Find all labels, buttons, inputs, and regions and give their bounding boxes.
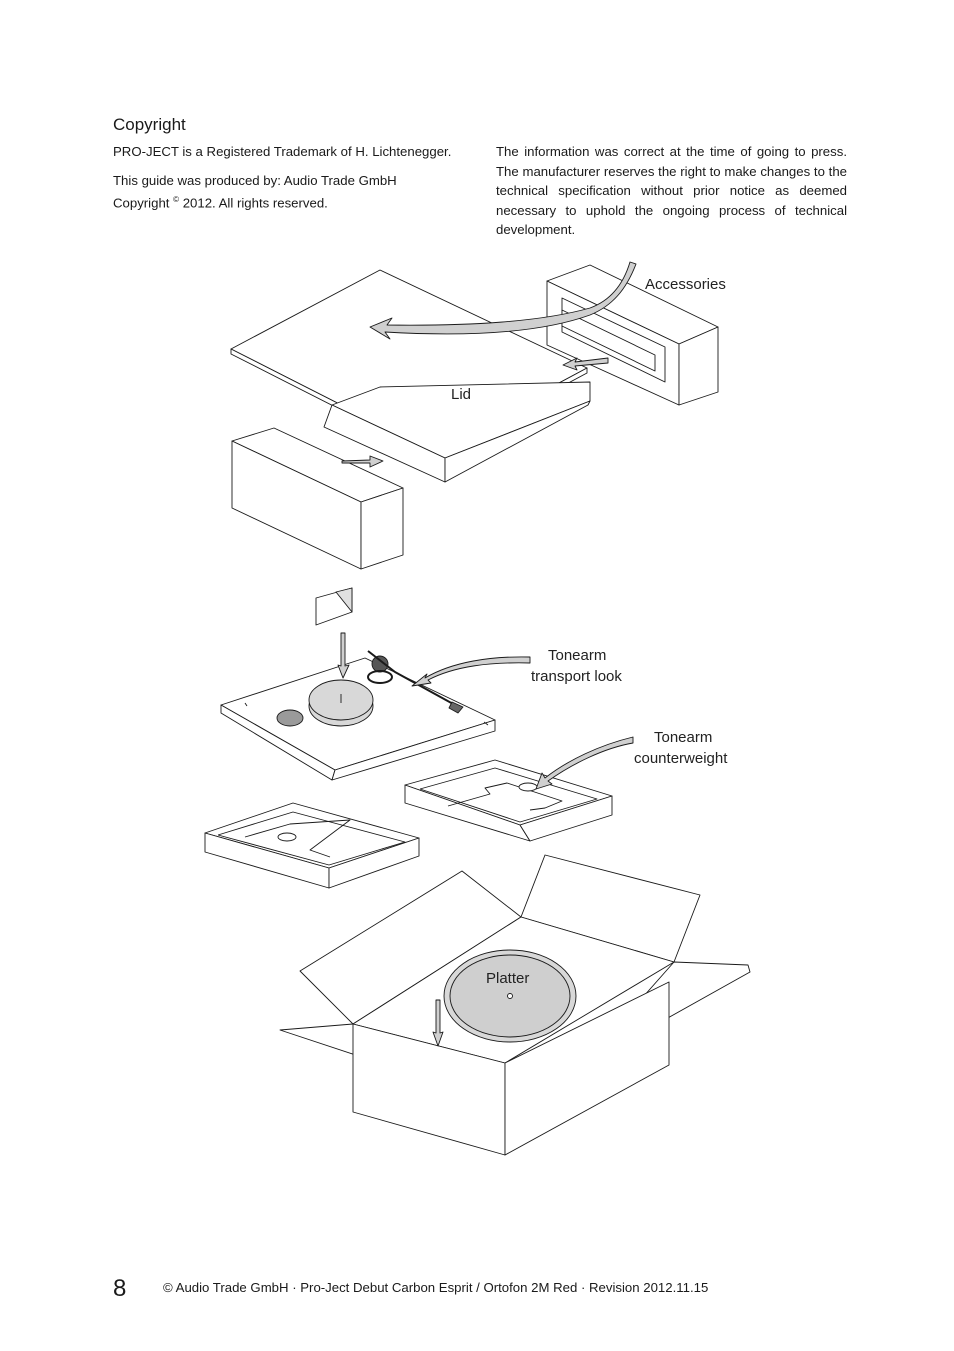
disclaimer-text: The information was correct at the time … bbox=[496, 144, 847, 237]
foam-block-left bbox=[231, 427, 404, 570]
copyright-symbol: © bbox=[173, 195, 180, 204]
copyright-prefix: Copyright bbox=[113, 195, 170, 211]
label-tonearm-counterweight-1: Tonearm bbox=[654, 729, 712, 746]
trademark-text: PRO-JECT is a Registered Trademark of H.… bbox=[113, 144, 452, 159]
shipping-carton bbox=[279, 854, 751, 1156]
copyright-suffix: 2012. All rights reserved. bbox=[179, 195, 328, 211]
page-number: 8 bbox=[113, 1275, 127, 1302]
foam-tray-right bbox=[404, 759, 613, 842]
footer-text: © Audio Trade GmbH · Pro-Ject Debut Carb… bbox=[163, 1280, 709, 1295]
lid-foam bbox=[323, 381, 591, 483]
turntable-plinth bbox=[220, 650, 496, 781]
production-text: This guide was produced by: Audio Trade … bbox=[113, 171, 493, 213]
label-tonearm-transport-1: Tonearm bbox=[548, 647, 606, 664]
arrows bbox=[337, 261, 637, 1047]
small-card bbox=[315, 587, 353, 626]
label-accessories: Accessories bbox=[645, 276, 726, 293]
left-column: PRO-JECT is a Registered Trademark of H.… bbox=[113, 142, 493, 213]
label-tonearm-counterweight-2: counterweight bbox=[634, 750, 728, 767]
label-platter: Platter bbox=[486, 970, 529, 987]
label-lid: Lid bbox=[451, 386, 471, 403]
section-title: Copyright bbox=[113, 115, 186, 134]
produced-by: This guide was produced by: Audio Trade … bbox=[113, 172, 397, 188]
label-tonearm-transport-2: transport look bbox=[531, 668, 622, 685]
foam-tray-left bbox=[204, 802, 420, 889]
